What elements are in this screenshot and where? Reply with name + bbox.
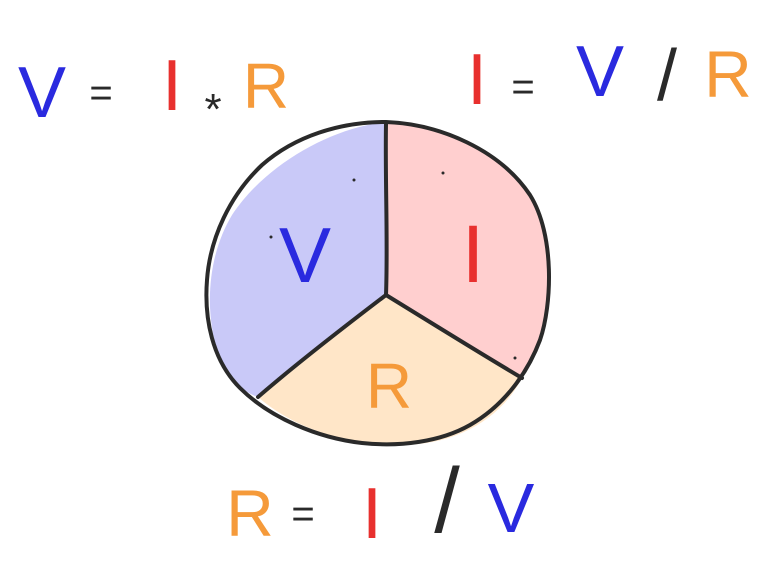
sketch-dot — [269, 235, 273, 239]
formula-resistance-term-current: I — [362, 474, 382, 554]
formula-resistance-lhs: R — [226, 476, 274, 550]
sketch-dot — [513, 356, 517, 360]
formula-current-lhs: I — [467, 40, 487, 120]
wheel-label-current: I — [462, 209, 485, 300]
sketch-dot — [441, 171, 445, 175]
formula-voltage-term-current: I — [162, 46, 182, 126]
wheel-outline — [204, 120, 551, 447]
formula-voltage-equals: = — [89, 71, 112, 115]
formula-voltage-term-resistance: R — [243, 50, 289, 122]
wheel-segment-current — [386, 122, 550, 378]
sketch-dot — [352, 178, 356, 182]
wheel-segment-resistance — [258, 295, 522, 445]
formula-current-term-resistance: R — [704, 37, 752, 111]
formula-resistance-term-voltage: V — [488, 469, 535, 547]
formula-current-equals: = — [511, 65, 534, 109]
formula-voltage-times: * — [204, 85, 221, 134]
formula-voltage: V = I * R — [18, 46, 289, 134]
formula-resistance-divide: / — [434, 450, 460, 552]
wheel-divider-right — [384, 293, 524, 380]
formula-current-divide: / — [657, 36, 677, 116]
wheel-divider-left — [256, 293, 388, 399]
formula-resistance-equals: = — [291, 492, 314, 536]
formula-current: I = V / R — [467, 32, 752, 120]
wheel-label-voltage: V — [279, 211, 331, 299]
ohms-law-wheel: V I R — [204, 120, 551, 447]
formula-current-term-voltage: V — [576, 32, 624, 112]
formula-resistance: R = I / V — [226, 450, 534, 554]
formula-voltage-lhs: V — [18, 53, 66, 133]
wheel-divider-vertical — [383, 122, 389, 297]
wheel-label-resistance: R — [366, 350, 412, 422]
